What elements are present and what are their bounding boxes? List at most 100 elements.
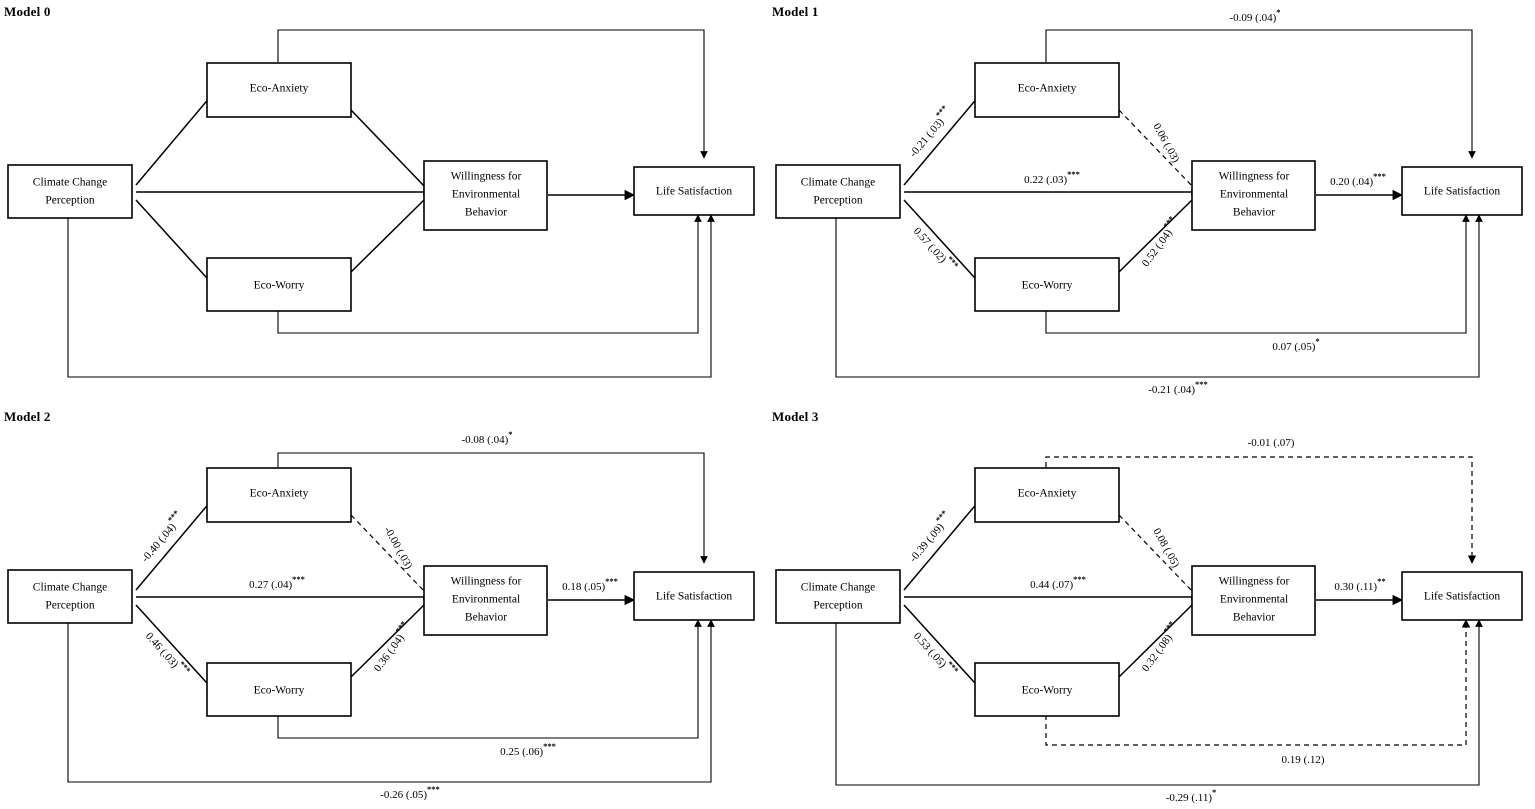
edge-anxiety-to-life: [277, 29, 708, 159]
node-eco-worry-label: Eco-Worry: [254, 280, 305, 292]
panel-model-3: Model 3 -0.39 (.09)*** 0.53 (.05)*** 0.4…: [768, 405, 1535, 809]
node-ccp-line2: Perception: [45, 195, 94, 207]
node-ccp-line2: Perception: [813, 195, 862, 207]
label-worry-to-life: 0.19 (.12): [1281, 754, 1324, 766]
node-web-line3: Behavior: [465, 612, 507, 624]
node-eco-anxiety-label: Eco-Anxiety: [250, 488, 309, 500]
edge-anxiety-to-web: [350, 109, 427, 189]
node-web-line3: Behavior: [1233, 612, 1275, 624]
node-eco-anxiety-label: Eco-Anxiety: [1018, 83, 1077, 95]
edge-worry-to-web: [350, 602, 427, 678]
label-web-to-life: 0.18 (.05)***: [562, 576, 618, 593]
panel-model-0: Model 0: [0, 0, 767, 404]
node-willingness-environmental-behavior: [1191, 160, 1316, 231]
node-willingness-environmental-behavior: [1191, 565, 1316, 636]
label-ccp-to-anxiety: -0.39 (.09)***: [903, 508, 954, 564]
node-eco-worry: [206, 257, 352, 312]
label-web-to-life: 0.20 (.04)***: [1330, 171, 1386, 188]
node-life-satisfaction: [633, 571, 755, 621]
node-ccp-line1: Climate Change: [801, 582, 875, 594]
node-willingness-environmental-behavior: [423, 160, 548, 231]
label-anxiety-to-life: -0.09 (.04)*: [1230, 7, 1281, 24]
node-web-line1: Willingness for: [1219, 576, 1290, 588]
edge-ccp-to-worry: [903, 199, 985, 289]
edge-ccp-to-life: [835, 619, 1483, 786]
node-eco-anxiety-label: Eco-Anxiety: [1018, 488, 1077, 500]
label-ccp-to-worry: 0.57 (.02)***: [911, 222, 961, 275]
node-eco-worry: [974, 662, 1120, 717]
node-climate-change-perception: [775, 569, 901, 624]
node-eco-anxiety: [974, 62, 1120, 118]
node-ccp-line2: Perception: [813, 600, 862, 612]
label-ccp-to-web: 0.22 (.03)***: [1024, 169, 1080, 186]
label-ccp-to-web: 0.44 (.07)***: [1030, 574, 1086, 591]
node-ccp-line2: Perception: [45, 600, 94, 612]
edge-worry-to-web: [350, 197, 427, 273]
label-anxiety-to-life: -0.01 (.07): [1248, 437, 1295, 449]
node-eco-worry-label: Eco-Worry: [1022, 685, 1073, 697]
edge-ccp-to-worry: [135, 604, 217, 694]
edge-ccp-to-worry: [135, 199, 217, 289]
node-web-line2: Environmental: [1220, 189, 1288, 201]
edge-ccp-to-anxiety: [135, 89, 217, 186]
node-web-line3: Behavior: [1233, 207, 1275, 219]
node-life-satisfaction-label: Life Satisfaction: [1424, 186, 1501, 198]
edge-anxiety-to-web: [1118, 109, 1195, 189]
edge-anxiety-to-web: [1118, 514, 1195, 594]
panel-title: Model 1: [772, 4, 819, 19]
diagram-model-2: -0.40 (.04)*** 0.46 (.03)*** 0.27 (.04)*…: [7, 429, 755, 801]
label-ccp-to-life: -0.21 (.04)***: [1148, 379, 1208, 396]
edge-anxiety-to-life: [1045, 29, 1476, 159]
label-ccp-to-anxiety: -0.40 (.04)***: [135, 508, 186, 564]
node-web-line2: Environmental: [452, 189, 520, 201]
edge-worry-to-web: [1118, 197, 1195, 273]
diagram-model-3: -0.39 (.09)*** 0.53 (.05)*** 0.44 (.07)*…: [775, 437, 1523, 804]
label-anxiety-to-web: 0.06 (.03): [1151, 121, 1183, 165]
label-ccp-to-life: -0.26 (.05)***: [380, 784, 440, 801]
edge-worry-to-life: [1045, 214, 1470, 334]
edge-anxiety-to-life: [1045, 456, 1477, 564]
label-ccp-to-life: -0.29 (.11)*: [1166, 787, 1217, 804]
node-ccp-line1: Climate Change: [33, 582, 107, 594]
edge-anxiety-to-web: [350, 514, 427, 594]
node-web-line1: Willingness for: [451, 576, 522, 588]
label-web-to-life: 0.30 (.11)**: [1334, 576, 1385, 593]
edge-ccp-to-life: [67, 214, 715, 378]
node-eco-anxiety: [206, 467, 352, 523]
node-eco-anxiety: [974, 467, 1120, 523]
edge-anxiety-to-life: [277, 452, 708, 564]
node-eco-worry-label: Eco-Worry: [254, 685, 305, 697]
node-life-satisfaction: [633, 166, 755, 216]
node-eco-anxiety: [206, 62, 352, 118]
label-worry-to-life: 0.07 (.05)*: [1272, 336, 1319, 353]
node-eco-worry-label: Eco-Worry: [1022, 280, 1073, 292]
label-worry-to-web: 0.52 (.04)***: [1136, 214, 1182, 269]
panel-title: Model 2: [4, 409, 51, 424]
label-anxiety-to-web: -0.00 (.03): [382, 524, 415, 571]
node-web-line2: Environmental: [452, 594, 520, 606]
panel-model-2: Model 2 -0.40 (.04)*** 0.46 (.03)*** 0.2…: [0, 405, 767, 809]
node-climate-change-perception: [7, 569, 133, 624]
edge-ccp-to-life: [67, 619, 715, 783]
node-web-line1: Willingness for: [451, 171, 522, 183]
panel-title: Model 0: [4, 4, 51, 19]
node-ccp-line1: Climate Change: [33, 177, 107, 189]
label-ccp-to-web: 0.27 (.04)***: [249, 574, 305, 591]
node-life-satisfaction-label: Life Satisfaction: [656, 186, 733, 198]
label-worry-to-web: 0.36 (.04)***: [368, 619, 414, 674]
label-ccp-to-worry: 0.46 (.03)***: [143, 627, 193, 680]
edge-ccp-to-worry: [903, 604, 985, 694]
edge-ccp-to-anxiety: [903, 494, 985, 591]
label-anxiety-to-life: -0.08 (.04)*: [462, 429, 513, 446]
edge-worry-to-life: [277, 214, 702, 334]
diagram-model-1: -0.21 (.03)*** 0.57 (.02)*** 0.22 (.03)*…: [775, 7, 1523, 396]
label-ccp-to-worry: 0.53 (.05)***: [911, 627, 961, 680]
node-eco-anxiety-label: Eco-Anxiety: [250, 83, 309, 95]
edge-ccp-to-anxiety: [135, 494, 217, 591]
node-eco-worry: [206, 662, 352, 717]
label-worry-to-web: 0.32 (.08)***: [1136, 619, 1182, 674]
node-web-line2: Environmental: [1220, 594, 1288, 606]
edge-worry-to-life: [277, 619, 702, 739]
node-life-satisfaction: [1401, 571, 1523, 621]
